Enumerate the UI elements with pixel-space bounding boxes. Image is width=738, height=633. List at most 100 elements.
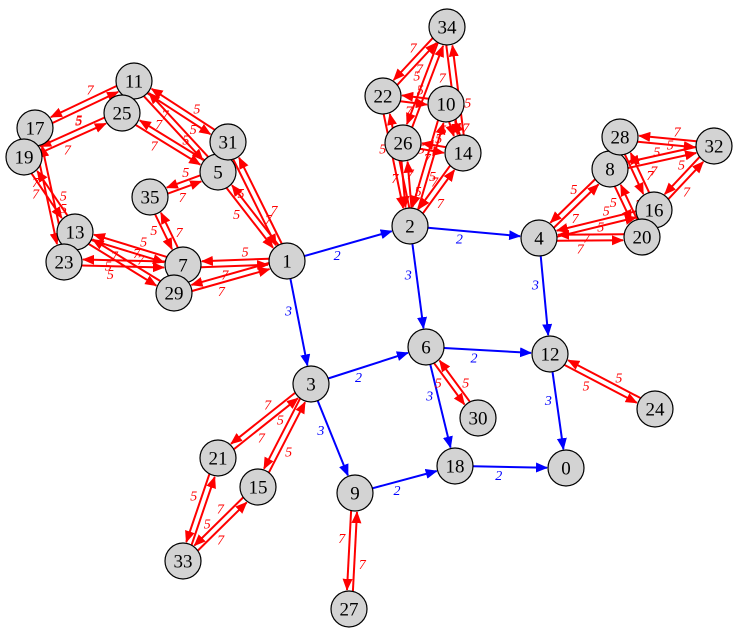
node-circle xyxy=(292,365,330,403)
blue-edge-3-to-6 xyxy=(327,351,409,380)
red-edge-20-to-8 xyxy=(619,183,639,220)
node-27: 27 xyxy=(330,590,368,628)
node-label: 9 xyxy=(350,484,360,505)
red-edge-8-to-32-weight-label: 7 xyxy=(650,165,658,180)
red-edge-2-to-26-weight-label: 5 xyxy=(415,185,422,200)
red-edge-16-to-32-weight-label: 7 xyxy=(683,185,691,200)
red-edge-9-to-27 xyxy=(342,510,353,591)
node-6: 6 xyxy=(407,328,445,366)
red-edge-7-to-23-weight-label: 7 xyxy=(133,247,141,262)
red-edge-1-to-31 xyxy=(238,156,283,244)
node-33: 33 xyxy=(164,542,202,580)
blue-edge-1-to-3 xyxy=(289,278,311,367)
node-label: 28 xyxy=(611,128,630,149)
red-edge-28-to-32-weight-label: 5 xyxy=(653,146,660,161)
red-edge-13-to-19 xyxy=(36,170,69,216)
red-edge-7-to-13-weight-label: 5 xyxy=(140,236,147,251)
red-edge-25-to-19 xyxy=(39,116,105,148)
node-13: 13 xyxy=(56,213,94,251)
node-17: 17 xyxy=(16,109,54,147)
red-edge-24-to-12 xyxy=(567,359,641,399)
red-edge-31-to-1 xyxy=(232,159,277,247)
blue-edge-1-to-2 xyxy=(304,229,393,258)
red-edge-11-to-31 xyxy=(146,92,212,136)
red-edge-4-to-8-weight-label: 7 xyxy=(572,212,580,227)
red-edge-1-to-7-weight-label: 5 xyxy=(242,246,249,261)
red-edge-5-to-25-weight-label: 5 xyxy=(182,133,189,148)
node-26: 26 xyxy=(384,124,422,162)
blue-edge-6-to-18 xyxy=(429,364,453,449)
red-edge-34-to-26-weight-label: 7 xyxy=(416,62,424,77)
red-edge-14-to-2-weight-label: 5 xyxy=(429,170,436,185)
node-circle xyxy=(5,138,43,176)
blue-edge-1-to-2-weight-label: 2 xyxy=(334,249,341,264)
node-label: 23 xyxy=(55,253,74,274)
blue-edge-4-to-12-weight-label: 3 xyxy=(531,278,539,293)
node-21: 21 xyxy=(199,439,237,477)
red-edge-5-to-1-weight-label: 5 xyxy=(233,208,240,223)
red-edge-7-to-13 xyxy=(93,233,167,258)
red-edge-31-to-1-weight-label: 5 xyxy=(238,187,245,202)
red-edge-5-to-35-weight-label: 5 xyxy=(182,166,189,181)
red-edge-9-to-27-weight-label: 7 xyxy=(338,532,346,547)
node-20: 20 xyxy=(623,218,661,256)
node-circle xyxy=(428,8,466,46)
red-edge-35-to-5 xyxy=(167,180,203,195)
red-edge-7-to-1 xyxy=(201,260,270,271)
node-label: 10 xyxy=(437,95,456,116)
red-edge-26-to-34 xyxy=(411,44,445,128)
node-circle xyxy=(601,118,639,156)
node-circle xyxy=(531,335,569,373)
red-edge-24-to-12-weight-label: 5 xyxy=(615,372,622,387)
red-edge-33-to-21 xyxy=(190,476,216,546)
node-circle xyxy=(459,399,497,437)
node-circle xyxy=(427,85,465,123)
red-edge-11-to-17-weight-label: 7 xyxy=(87,84,95,99)
red-edge-21-to-33 xyxy=(185,473,211,543)
red-edge-14-to-26-weight-label: 5 xyxy=(435,132,442,147)
node-label: 18 xyxy=(446,457,465,478)
node-0: 0 xyxy=(547,449,585,487)
red-edge-23-to-7 xyxy=(81,262,165,273)
red-edge-4-to-16-weight-label: 7 xyxy=(583,232,591,247)
red-edge-2-to-14-weight-label: 7 xyxy=(437,197,445,212)
node-label: 11 xyxy=(125,72,143,93)
red-edge-23-to-7-weight-label: 5 xyxy=(107,268,114,283)
node-label: 17 xyxy=(26,119,45,140)
red-edge-34-to-14-weight-label: 7 xyxy=(439,72,447,87)
red-edge-30-to-6-weight-label: 5 xyxy=(462,377,469,392)
blue-edge-6-to-12 xyxy=(443,347,532,358)
red-edge-19-to-25 xyxy=(41,122,107,154)
edge-layer xyxy=(30,37,704,592)
red-edge-22-to-10-weight-label: 7 xyxy=(405,104,413,119)
red-edge-17-to-11-weight-label: 5 xyxy=(75,113,82,128)
node-label: 1 xyxy=(282,252,292,273)
red-edge-1-to-7 xyxy=(200,255,269,266)
node-circle xyxy=(199,439,237,477)
red-edge-13-to-29-weight-label: 5 xyxy=(105,259,112,274)
blue-edge-2-to-4 xyxy=(427,226,522,241)
red-edge-26-to-2 xyxy=(399,161,410,209)
red-edge-31-to-11 xyxy=(150,87,216,131)
node-label: 30 xyxy=(469,409,488,430)
node-label: 15 xyxy=(249,478,268,499)
node-circle xyxy=(384,124,422,162)
node-label: 13 xyxy=(66,223,85,244)
red-edge-8-to-32 xyxy=(627,150,698,169)
red-edge-15-to-33-weight-label: 7 xyxy=(217,503,225,518)
red-edge-1-to-29 xyxy=(190,262,270,287)
red-edge-5-to-1 xyxy=(225,187,274,249)
blue-edge-3-to-6-weight-label: 2 xyxy=(355,371,362,386)
red-edge-32-to-28-weight-label: 7 xyxy=(674,125,682,140)
node-4: 4 xyxy=(520,219,558,257)
red-edge-34-to-22-weight-label: 7 xyxy=(410,41,418,56)
node-32: 32 xyxy=(695,127,733,165)
node-label: 7 xyxy=(178,256,188,277)
red-edge-33-to-15-weight-label: 7 xyxy=(217,533,225,548)
node-label: 16 xyxy=(645,201,664,222)
node-3: 3 xyxy=(292,365,330,403)
red-edge-7-to-35-weight-label: 7 xyxy=(176,226,184,241)
node-label: 4 xyxy=(534,229,544,250)
red-edge-15-to-3-weight-label: 5 xyxy=(285,446,292,461)
red-edge-10-to-22-weight-label: 5 xyxy=(417,84,424,99)
